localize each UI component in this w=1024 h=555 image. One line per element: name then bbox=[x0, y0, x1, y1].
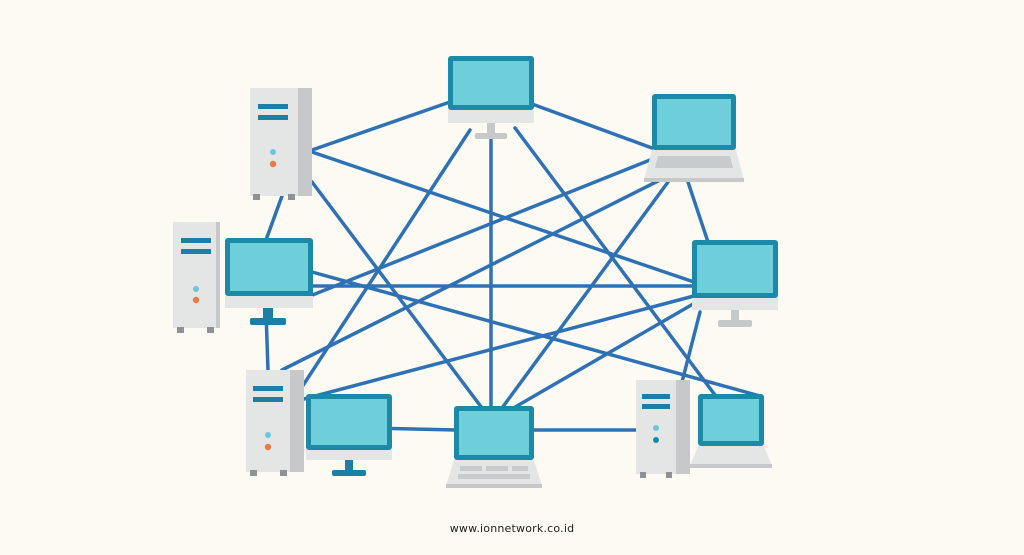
link-monitor-top-to-server-upper-left bbox=[310, 100, 452, 152]
link-laptop-upper-right-to-laptop-bottom bbox=[500, 180, 670, 410]
link-monitor-right-to-server-lower-right bbox=[680, 310, 702, 384]
laptop-icon bbox=[690, 394, 772, 468]
tower-server-icon bbox=[246, 370, 304, 476]
tower-server-icon bbox=[173, 222, 220, 333]
link-monitor-right-to-laptop-bottom bbox=[508, 298, 702, 412]
laptop-icon bbox=[446, 406, 542, 488]
laptop-icon bbox=[644, 94, 744, 182]
link-monitor-right-to-monitor-lower-left bbox=[298, 294, 696, 402]
link-monitor-top-to-laptop-upper-right bbox=[530, 102, 654, 150]
link-server-upper-left-to-monitor-left bbox=[264, 194, 284, 242]
tower-server-icon bbox=[250, 88, 312, 200]
desktop-monitor-icon bbox=[448, 56, 534, 139]
desktop-monitor-icon bbox=[692, 240, 778, 327]
link-laptop-upper-right-to-monitor-left bbox=[308, 156, 657, 298]
tower-server-icon bbox=[636, 380, 690, 478]
network-links bbox=[264, 100, 762, 432]
link-monitor-top-to-monitor-lower-left bbox=[298, 128, 472, 392]
link-laptop-upper-right-to-monitor-lower-left bbox=[280, 178, 662, 372]
website-url: www.ionnetwork.co.id bbox=[449, 522, 575, 535]
desktop-monitor-icon bbox=[306, 394, 392, 476]
link-monitor-top-to-laptop-lower-right bbox=[513, 126, 717, 397]
link-laptop-upper-right-to-monitor-right bbox=[686, 180, 710, 244]
desktop-monitor-icon bbox=[225, 238, 313, 325]
